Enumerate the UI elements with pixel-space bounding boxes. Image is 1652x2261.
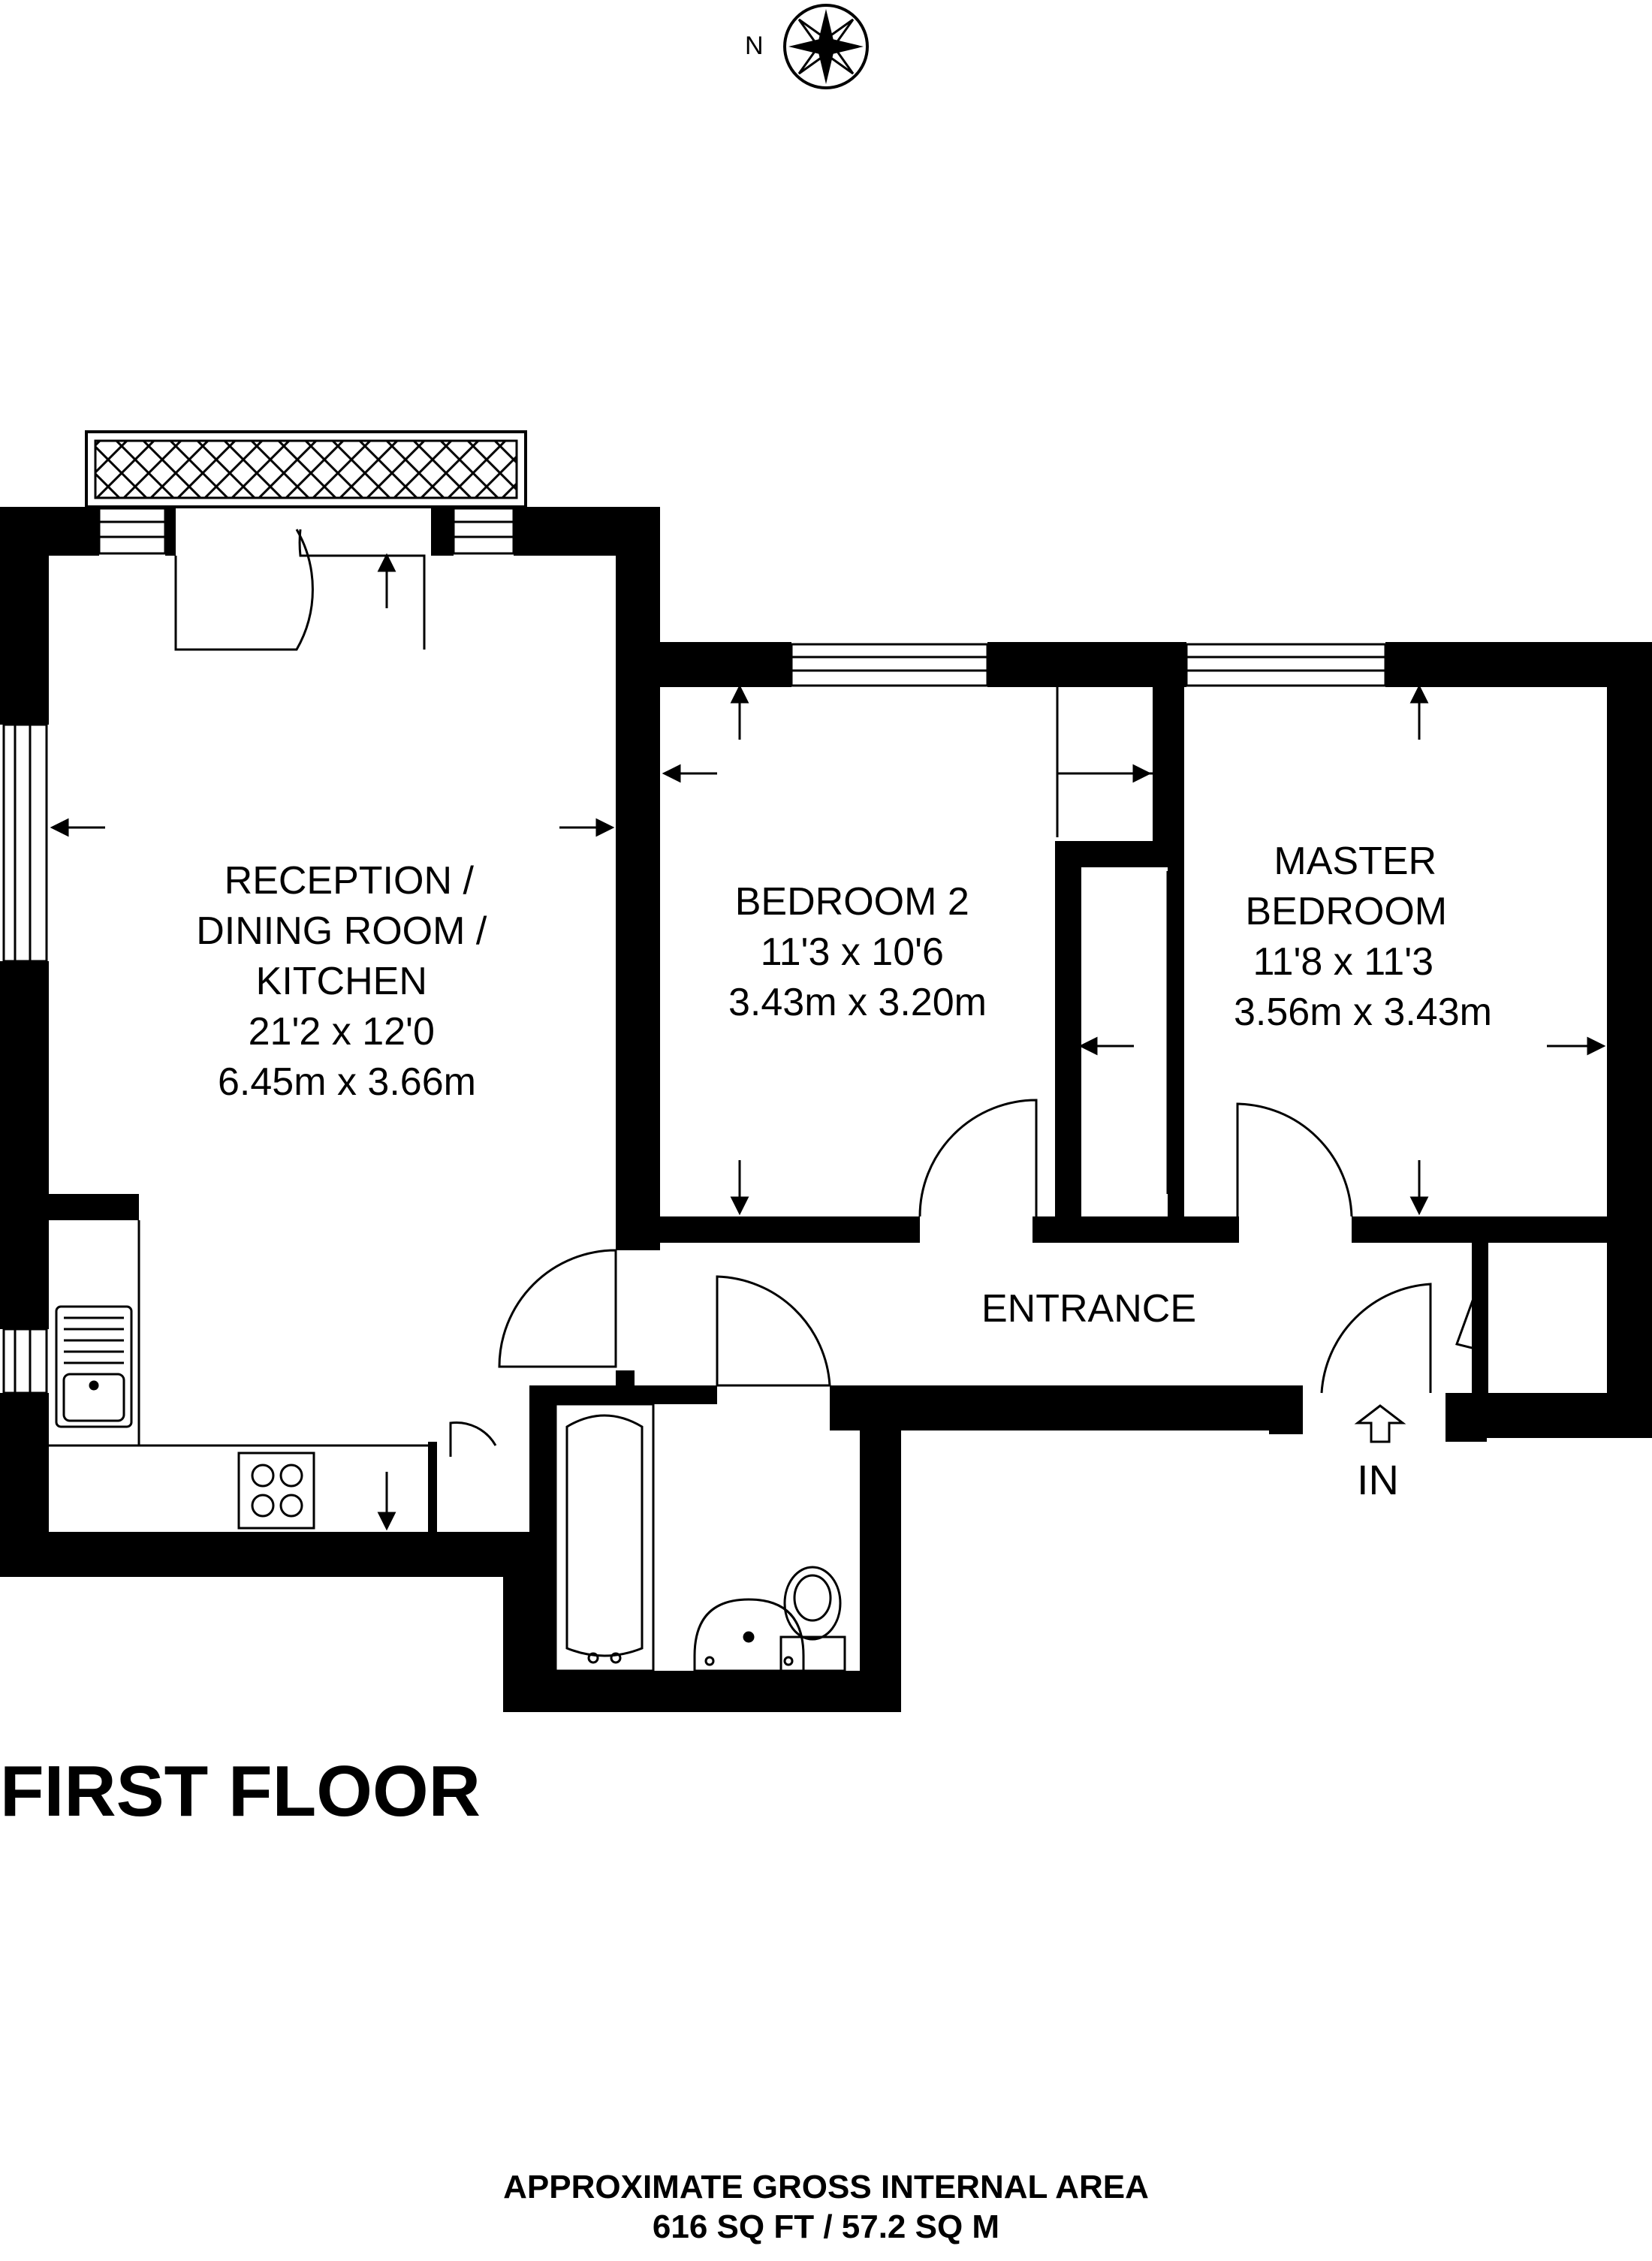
compass-rose-icon [783, 4, 869, 89]
windows [2, 507, 1387, 1394]
floor-title: FIRST FLOOR [0, 1751, 481, 1831]
washbasin-icon [693, 1598, 805, 1672]
entry-arrow-icon [1354, 1404, 1406, 1443]
kitchen-sink-icon [55, 1305, 133, 1428]
cupboard-partitions [49, 687, 1169, 1671]
dimension-arrows [50, 553, 1606, 1531]
hob-icon [237, 1452, 315, 1530]
toilet-icon [779, 1566, 846, 1672]
master-bedroom-label: MASTER BEDROOM 11'8 x 11'3 3.56m x 3.43m [1234, 840, 1492, 1034]
doors [174, 529, 1488, 1457]
reception-label: RECEPTION / DINING ROOM / KITCHEN 21'2 x… [196, 859, 498, 1104]
balcony [85, 430, 527, 508]
compass-north-label: N [745, 32, 764, 60]
area-line-2: 616 SQ FT / 57.2 SQ M [653, 2208, 999, 2245]
walls [0, 507, 1652, 1712]
area-line-1: APPROXIMATE GROSS INTERNAL AREA [503, 2169, 1149, 2205]
entry-label: IN [1357, 1456, 1399, 1503]
entrance-label: ENTRANCE [981, 1287, 1196, 1331]
bathtub-icon [554, 1403, 655, 1672]
bedroom2-label: BEDROOM 2 11'3 x 10'6 3.43m x 3.20m [728, 880, 987, 1024]
